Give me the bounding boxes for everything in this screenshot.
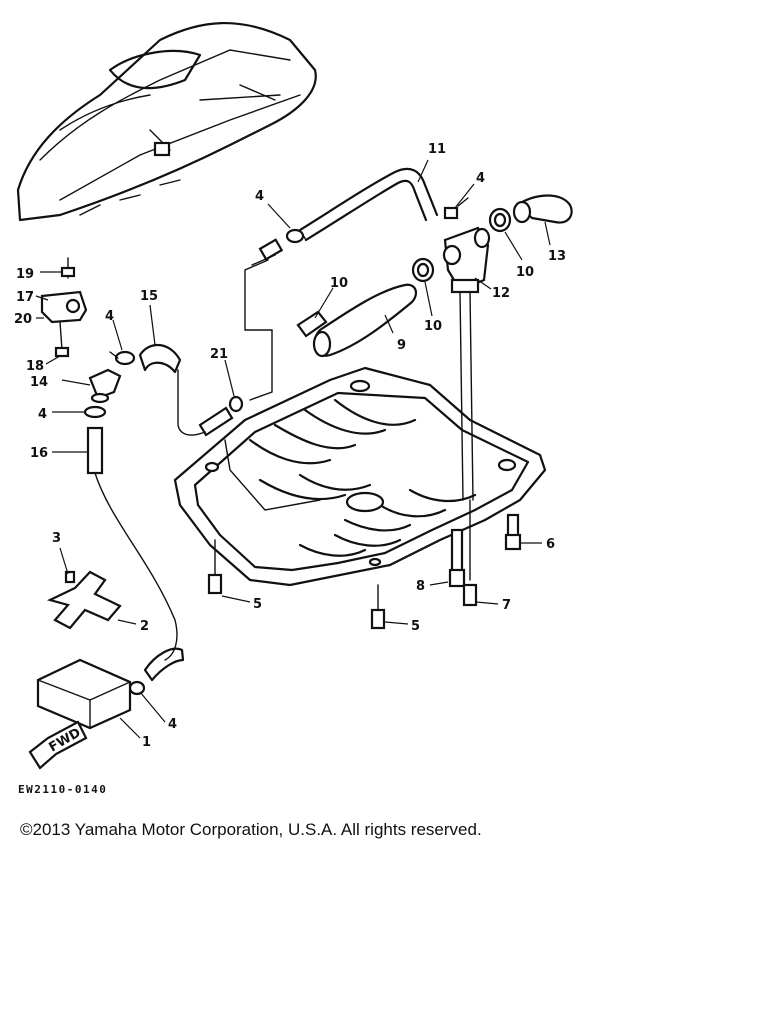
callout-4-top-left: 4 (255, 189, 264, 204)
elbow-14 (88, 368, 122, 404)
battery-hose (143, 647, 185, 682)
callout-4-mid: 4 (38, 407, 47, 422)
callout-15: 15 (140, 289, 158, 304)
callout-16: 16 (30, 446, 48, 461)
clamp-10-middle (411, 257, 435, 283)
hose-15 (138, 344, 206, 436)
watercraft-hull-sketch (16, 22, 317, 222)
callout-13: 13 (548, 249, 566, 264)
callout-9: 9 (397, 338, 406, 353)
callout-10-mid: 10 (424, 319, 442, 334)
callout-8: 8 (416, 579, 425, 594)
clamp-4-left (109, 350, 136, 366)
callout-7: 7 (502, 598, 511, 613)
callout-labels: 11 4 4 13 10 12 10 9 10 15 21 4 19 17 20… (14, 142, 566, 750)
hose-9 (312, 283, 418, 358)
callout-5-left: 5 (253, 597, 262, 612)
callout-2: 2 (140, 619, 149, 634)
bottom-plate (173, 366, 547, 587)
bolt-8 (448, 528, 466, 588)
small-fitting (258, 238, 284, 261)
hose-11 (298, 167, 439, 242)
leader-lines (35, 159, 551, 739)
fwd-arrow: FWD (28, 720, 88, 770)
clamp-4-battery (128, 680, 146, 696)
screw-3 (64, 570, 76, 584)
bracket-2 (46, 570, 122, 630)
bolt-7 (462, 499, 478, 607)
bracket-17 (40, 257, 88, 358)
callout-18: 18 (26, 359, 44, 374)
callout-4-left: 4 (105, 309, 114, 324)
tube-16 (86, 426, 178, 661)
callout-14: 14 (30, 375, 48, 390)
callout-4-top-right: 4 (476, 171, 485, 186)
callout-12: 12 (492, 286, 510, 301)
clamp-4-top (285, 197, 469, 244)
copyright-notice: ©2013 Yamaha Motor Corporation, U.S.A. A… (20, 820, 482, 839)
exploded-parts-diagram: FWD 11 4 4 13 10 (14, 22, 573, 770)
clamp-10-right (488, 207, 512, 233)
callout-10-left: 10 (330, 276, 348, 291)
callout-1: 1 (142, 735, 151, 750)
callout-3: 3 (52, 531, 61, 546)
drawing-code: EW2110-0140 (18, 783, 108, 796)
callout-6: 6 (546, 537, 555, 552)
clamp-10-left (296, 310, 328, 338)
callout-4-bottom: 4 (168, 717, 177, 732)
battery-box-1 (36, 658, 132, 730)
bolt-6 (504, 513, 522, 551)
callout-17: 17 (16, 290, 34, 305)
clamp-4-lower (83, 405, 107, 419)
bolt-5-center (370, 584, 386, 630)
callout-10-right: 10 (516, 265, 534, 280)
t-fitting-12 (442, 226, 491, 294)
hose-13 (512, 194, 573, 224)
callout-19: 19 (16, 267, 34, 282)
callout-20: 20 (14, 312, 32, 327)
callout-11: 11 (428, 142, 446, 157)
long-rod (459, 291, 474, 501)
routing-line (244, 254, 276, 401)
callout-5-center: 5 (411, 619, 420, 634)
bolt-5-left (207, 539, 223, 595)
callout-21: 21 (210, 347, 228, 362)
